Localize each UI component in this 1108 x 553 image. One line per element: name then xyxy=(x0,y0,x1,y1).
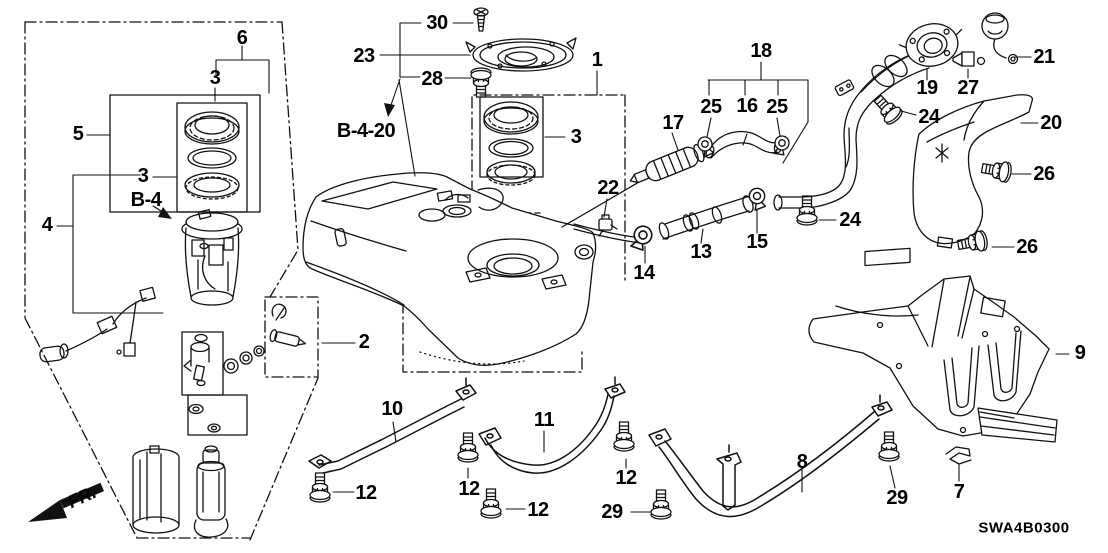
fuel-filler-hose-drawing xyxy=(658,195,754,240)
pipe-guard-drawing xyxy=(912,94,1034,249)
part-callout-29[interactable]: 29 xyxy=(886,487,908,509)
ref-label-B-4: B-4 xyxy=(130,189,162,211)
part-callout-23[interactable]: 23 xyxy=(353,45,375,67)
part-callout-2[interactable]: 2 xyxy=(358,331,370,353)
part-callout-8[interactable]: 8 xyxy=(796,451,808,473)
group-outline-left-region xyxy=(24,21,626,541)
part-callout-25[interactable]: 25 xyxy=(766,96,788,118)
diagram-code: SWA4B0300 xyxy=(978,519,1070,537)
part-callout-25[interactable]: 25 xyxy=(700,96,722,118)
part-callout-13[interactable]: 13 xyxy=(690,241,712,263)
cap-sensor-drawing xyxy=(952,51,986,67)
part-callout-26[interactable]: 26 xyxy=(1033,163,1055,185)
fuel-tank-drawing xyxy=(302,172,597,366)
tank-guard-drawing xyxy=(808,247,1058,443)
part-callout-21[interactable]: 21 xyxy=(1033,46,1055,68)
filler-pipe-drawing xyxy=(773,50,930,211)
fuel-sender-wires-drawing xyxy=(39,286,156,363)
part-callout-26[interactable]: 26 xyxy=(1016,236,1038,258)
group-part-boxes xyxy=(109,94,544,436)
fuel-cap-drawing xyxy=(981,12,1019,65)
part-callout-1[interactable]: 1 xyxy=(591,49,603,71)
ring-kit-right-drawing xyxy=(483,101,539,186)
part-callout-24[interactable]: 24 xyxy=(839,209,861,231)
part-callout-24[interactable]: 24 xyxy=(918,106,940,128)
filler-pipe-flange-drawing xyxy=(898,23,963,67)
part-callout-14[interactable]: 14 xyxy=(633,262,655,284)
fuel-pump-drawing xyxy=(193,445,229,538)
leader-lines xyxy=(56,22,1070,513)
part-callout-15[interactable]: 15 xyxy=(746,231,768,253)
part-callout-19[interactable]: 19 xyxy=(916,77,938,99)
part-callout-30[interactable]: 30 xyxy=(426,12,448,34)
fr-direction-arrow xyxy=(28,482,105,522)
part-callout-12[interactable]: 12 xyxy=(355,482,377,504)
part-callout-12[interactable]: 12 xyxy=(615,467,637,489)
vent-tube-drawing xyxy=(573,214,643,260)
tank-straps-drawing xyxy=(308,376,893,518)
part-callout-29[interactable]: 29 xyxy=(601,501,623,523)
ring-kit-left-drawing xyxy=(184,111,240,200)
part-callout-3[interactable]: 3 xyxy=(137,165,149,187)
part-callout-5[interactable]: 5 xyxy=(72,123,84,145)
fuel-pump-module-drawing xyxy=(181,208,243,306)
part-callout-11[interactable]: 11 xyxy=(533,409,555,431)
pump-case-drawing xyxy=(132,445,180,534)
filler-neck-tube-drawing xyxy=(561,144,705,228)
part-callout-27[interactable]: 27 xyxy=(957,77,979,99)
part-callout-22[interactable]: 22 xyxy=(597,177,619,199)
part-callout-28[interactable]: 28 xyxy=(421,68,443,90)
regulator-kit-drawing xyxy=(183,303,307,433)
part-callout-20[interactable]: 20 xyxy=(1040,112,1062,134)
part-callout-18[interactable]: 18 xyxy=(750,40,772,62)
tank-top-plate-drawing xyxy=(465,37,577,72)
part-callout-3[interactable]: 3 xyxy=(570,126,582,148)
screw-30-drawing xyxy=(473,7,489,32)
guard-bracket-drawing xyxy=(945,446,972,465)
part-callout-10[interactable]: 10 xyxy=(381,398,403,420)
part-callout-7[interactable]: 7 xyxy=(953,481,965,503)
part-callout-9[interactable]: 9 xyxy=(1074,342,1086,364)
part-callout-4[interactable]: 4 xyxy=(41,214,53,236)
ref-label-B-4-20: B-4-20 xyxy=(336,120,396,142)
part-callout-12[interactable]: 12 xyxy=(458,478,480,500)
part-callout-12[interactable]: 12 xyxy=(527,499,549,521)
part-callout-16[interactable]: 16 xyxy=(736,95,758,117)
part-callout-6[interactable]: 6 xyxy=(236,27,248,49)
part-callout-17[interactable]: 17 xyxy=(662,112,684,134)
part-callout-3[interactable]: 3 xyxy=(209,67,221,89)
